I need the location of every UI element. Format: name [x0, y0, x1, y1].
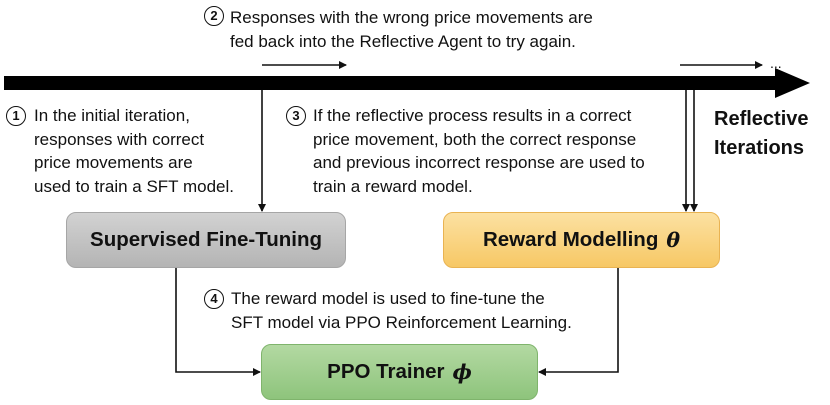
step-1-line-1: In the initial iteration, [34, 106, 190, 125]
step-2-line-1: Responses with the wrong price movements… [230, 8, 593, 27]
timeline-arrow [4, 68, 810, 98]
step-4-text: The reward model is used to fine-tune th… [231, 287, 572, 334]
step-2-line-2: fed back into the Reflective Agent to tr… [230, 31, 576, 51]
step-1-line-3: price movements are [34, 153, 193, 172]
phi-symbol: ϕ [452, 360, 472, 384]
step-1-text: In the initial iteration, responses with… [34, 104, 234, 198]
reward-modelling-box: Reward Modelling θ [443, 212, 720, 268]
ppo-trainer-box: PPO Trainer ϕ [261, 344, 538, 400]
step-1-line-4: used to train a SFT model. [34, 176, 235, 196]
step-3-number: 3 [286, 106, 306, 126]
step-3-text: If the reflective process results in a c… [313, 104, 645, 198]
step-3-line-3: and previous incorrect response are used… [313, 153, 645, 172]
step-4-number: 4 [204, 289, 224, 309]
step-2-text: Responses with the wrong price movements… [230, 6, 593, 53]
iterations-ellipsis: ... [770, 55, 782, 71]
step-3-line-2: price movement, both the correct respons… [313, 129, 637, 149]
step-1-line-2: responses with correct [34, 129, 205, 149]
step-2-number: 2 [204, 6, 224, 26]
step-3-line-1: If the reflective process results in a c… [313, 106, 632, 125]
reward-modelling-label: Reward Modelling [482, 228, 659, 251]
supervised-fine-tuning-box: Supervised Fine-Tuning [66, 212, 346, 268]
reflective-label-line1: Reflective [714, 108, 809, 130]
arrow-reward-to-ppo [538, 268, 619, 376]
reflective-label-line2: Iterations [714, 137, 805, 159]
theta-symbol: θ [666, 228, 681, 252]
step-1-number: 1 [6, 106, 26, 126]
arrow-sft-to-ppo [175, 268, 261, 376]
supervised-fine-tuning-label: Supervised Fine-Tuning [90, 228, 322, 251]
ppo-trainer-label: PPO Trainer [327, 360, 445, 383]
step-4-line-1: The reward model is used to fine-tune th… [231, 289, 545, 308]
reflective-iterations-label: Reflective Iterations [714, 105, 809, 163]
step-3-line-4: train a reward model. [313, 176, 473, 196]
step-4-line-2: SFT model via PPO Reinforcement Learning… [231, 312, 572, 332]
